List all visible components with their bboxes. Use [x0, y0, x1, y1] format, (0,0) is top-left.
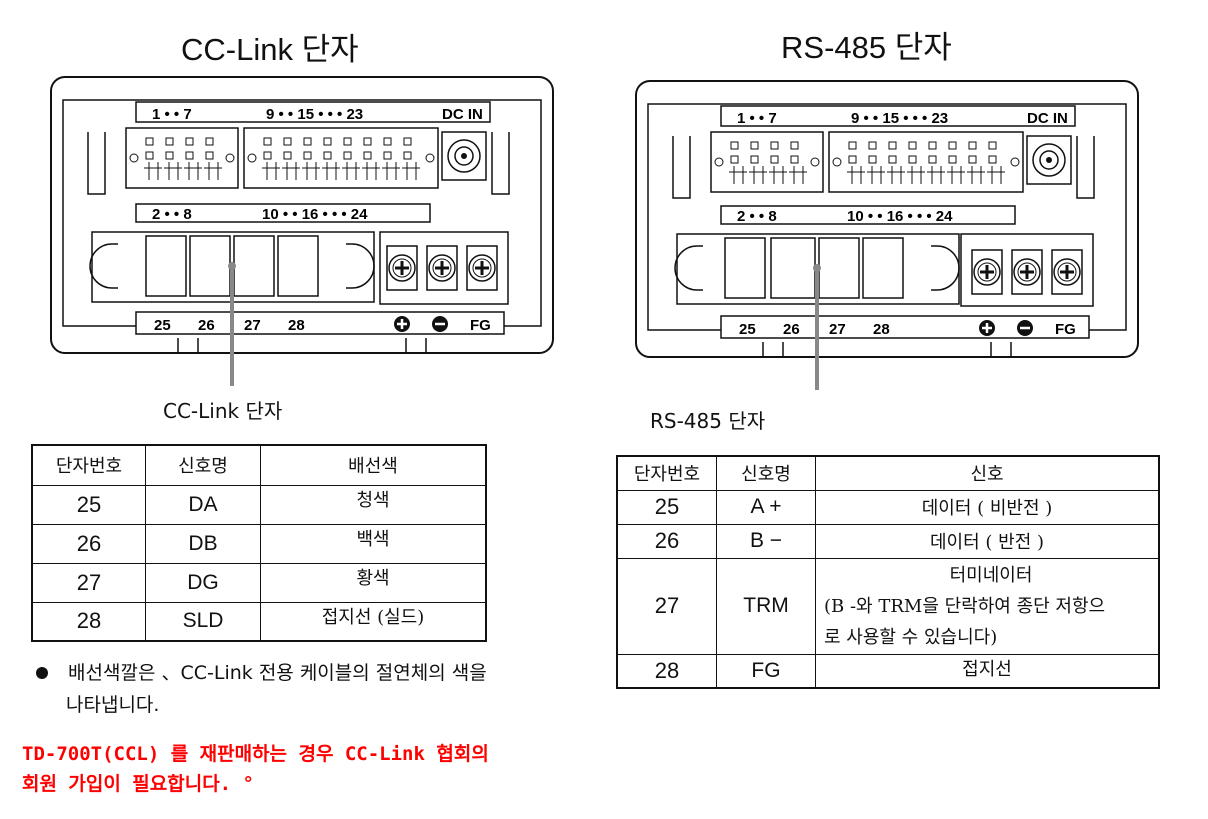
cc-link-device-diagram: 1 • • 7 9 • • 15 • • • 23 DC IN 2 • • 8 … — [50, 76, 554, 386]
top-label-dc-in: DC IN — [442, 106, 483, 123]
table-header: 단자번호 — [31, 444, 146, 486]
bottom-label-26: 26 — [783, 321, 800, 338]
resale-warning: TD-700T(CCL) 를 재판매하는 경우 CC-Link 협회의 회원 가… — [22, 743, 489, 795]
top-label-9-23: 9 • • 15 • • • 23 — [851, 110, 948, 127]
bottom-label-27: 27 — [244, 317, 261, 334]
table-row: 28 FG 접지선 — [616, 653, 1160, 689]
rs485-callout: RS-485 단자 — [650, 409, 766, 433]
top-label-dc-in: DC IN — [1027, 110, 1068, 127]
table-header: 신호명 — [716, 455, 816, 491]
table-row: 25 DA 청색 — [31, 484, 487, 525]
bottom-label-fg: FG — [470, 317, 491, 334]
rs485-signal-table: 단자번호 신호명 신호 25 A + 데이터 ( 비반전 ) 26 B − 데이… — [616, 455, 1160, 689]
bottom-label-27: 27 — [829, 321, 846, 338]
bottom-label-25: 25 — [154, 317, 171, 334]
cc-link-wiring-table: 단자번호 신호명 배선색 25 DA 청색 26 DB 백색 27 DG 황색 … — [31, 444, 487, 642]
table-row: 25 A + 데이터 ( 비반전 ) — [616, 489, 1160, 525]
bottom-label-25: 25 — [739, 321, 756, 338]
top-label-1-7: 1 • • 7 — [152, 106, 192, 123]
table-header: 신호 — [815, 455, 1160, 491]
table-row: 27 DG 황색 — [31, 562, 487, 603]
mid-label-10-24: 10 • • 16 • • • 24 — [262, 206, 368, 223]
table-row: 27 TRM 터미네이터 (B -와 TRM을 단락하여 종단 저항으 로 사용… — [616, 557, 1160, 655]
table-row: 28 SLD 접지선 (실드) — [31, 601, 487, 642]
mid-label-10-24: 10 • • 16 • • • 24 — [847, 208, 953, 225]
table-row: 26 DB 백색 — [31, 523, 487, 564]
top-label-1-7: 1 • • 7 — [737, 110, 777, 127]
cc-link-heading: CC-Link 단자 — [181, 32, 359, 67]
wiring-color-note: 배선색깔은 、CC-Link 전용 케이블의 절연체의 색을 나타냅니다. — [36, 657, 487, 721]
bottom-label-fg: FG — [1055, 321, 1076, 338]
mid-label-2-8: 2 • • 8 — [737, 208, 777, 225]
mid-label-2-8: 2 • • 8 — [152, 206, 192, 223]
table-header: 배선색 — [260, 444, 487, 486]
bottom-label-26: 26 — [198, 317, 215, 334]
top-label-9-23: 9 • • 15 • • • 23 — [266, 106, 363, 123]
table-row: 26 B − 데이터 ( 반전 ) — [616, 523, 1160, 559]
table-header: 단자번호 — [616, 455, 717, 491]
bottom-label-28: 28 — [873, 321, 890, 338]
bottom-label-28: 28 — [288, 317, 305, 334]
rs485-heading: RS-485 단자 — [781, 30, 952, 65]
rs485-device-diagram: 1 • • 7 9 • • 15 • • • 23 DC IN 2 • • 8 … — [635, 80, 1139, 390]
bullet-icon — [36, 667, 48, 679]
table-header: 신호명 — [145, 444, 261, 486]
cc-link-callout: CC-Link 단자 — [163, 399, 283, 423]
